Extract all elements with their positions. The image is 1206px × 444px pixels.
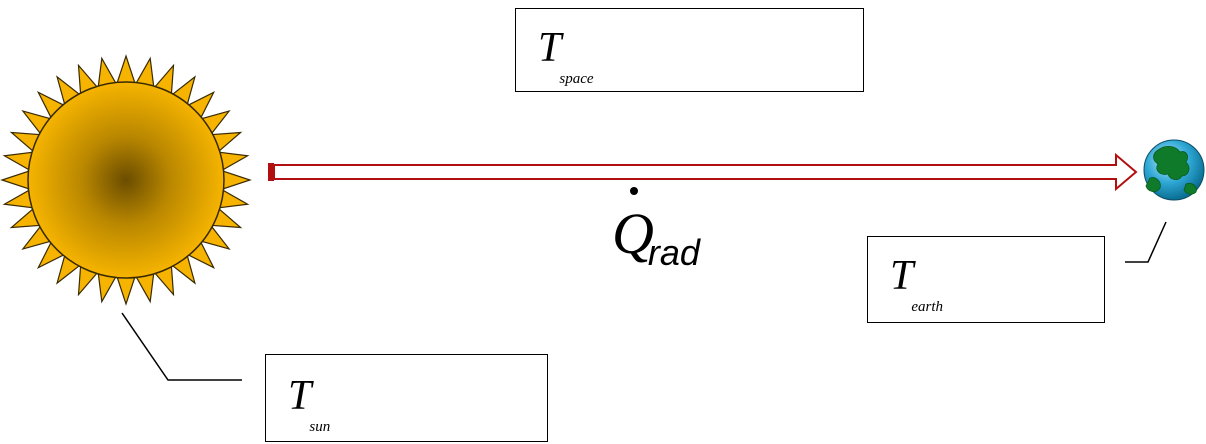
space-temperature-label: Tspace: [538, 25, 594, 87]
sun-icon: [0, 54, 252, 306]
sun-temperature-box: Tsun: [265, 354, 548, 442]
radiation-arrow: [268, 152, 1138, 192]
earth-leader-line: [1125, 221, 1167, 263]
space-temperature-box: Tspace: [515, 8, 864, 92]
radiation-heat-label: Qrad: [612, 187, 706, 273]
earth-temperature-box: Tearth: [867, 236, 1105, 323]
sun-leader-line: [121, 312, 242, 381]
earth-temperature-label: Tearth: [890, 253, 944, 315]
time-derivative-dot: [630, 187, 638, 195]
sun-temperature-label: Tsun: [288, 373, 331, 435]
earth-globe-icon: [1143, 139, 1205, 201]
q-dot-symbol: Q: [612, 187, 654, 266]
